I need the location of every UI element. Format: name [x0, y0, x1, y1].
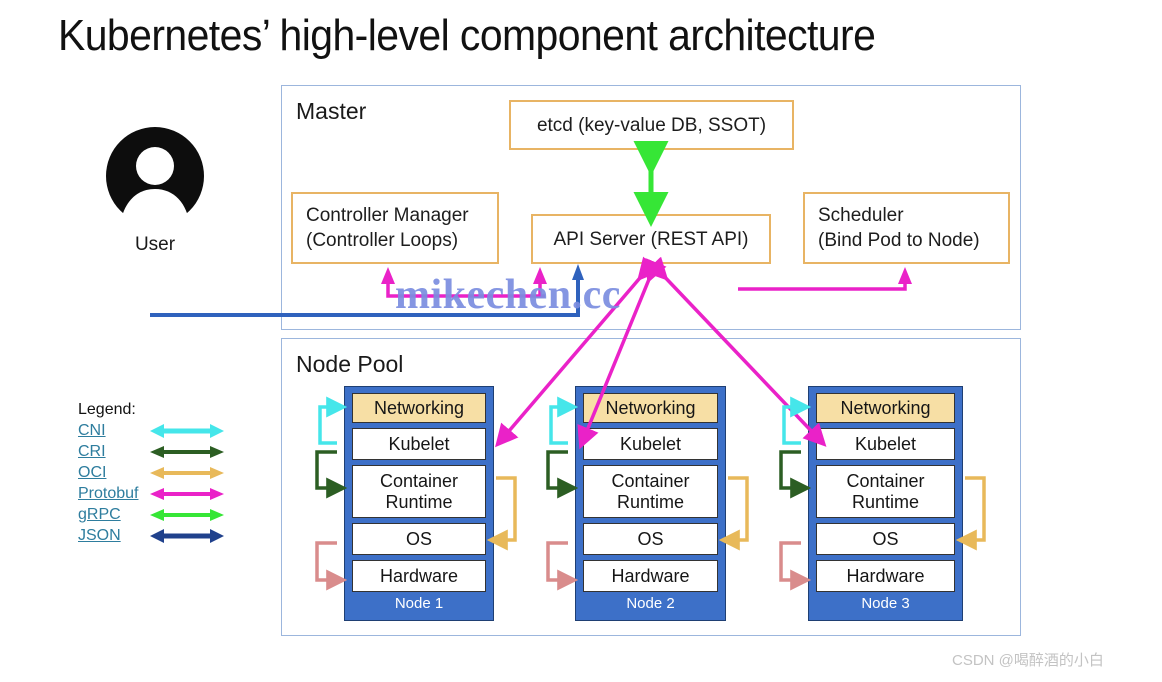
- node-layer-container-runtime[interactable]: Container Runtime: [352, 465, 486, 518]
- runtime-line2: Runtime: [851, 491, 919, 512]
- runtime-line1: Container: [611, 470, 690, 491]
- node-layer-networking-label: Networking: [605, 397, 696, 418]
- node-layer-hardware-label: Hardware: [379, 565, 459, 586]
- api-server-label: API Server (REST API): [553, 228, 749, 250]
- node-layer-kubelet-label: Kubelet: [388, 433, 450, 454]
- legend-arrow-json: [150, 528, 224, 543]
- legend-label-cni[interactable]: CNI: [78, 422, 106, 439]
- controller-manager-line2: (Controller Loops): [306, 230, 459, 251]
- etcd-label: etcd (key-value DB, SSOT): [536, 114, 767, 136]
- legend-item-oci[interactable]: OCI: [78, 462, 243, 483]
- runtime-line2: Runtime: [616, 491, 684, 512]
- node-name-label: Node 2: [626, 595, 675, 612]
- node-layer-container-runtime[interactable]: Container Runtime: [816, 465, 955, 518]
- node-layer-hardware[interactable]: Hardware: [352, 560, 486, 592]
- controller-manager-line1: Controller Manager: [306, 205, 469, 226]
- page-title: Kubernetes’ high-level component archite…: [58, 11, 876, 60]
- node-layer-container-runtime[interactable]: Container Runtime: [583, 465, 718, 518]
- legend-label-cri[interactable]: CRI: [78, 443, 106, 460]
- legend-item-grpc[interactable]: gRPC: [78, 504, 243, 525]
- node-card[interactable]: Networking Kubelet Container Runtime OS …: [344, 386, 494, 621]
- node-layer-os-label: OS: [872, 528, 899, 549]
- node-layer-hardware[interactable]: Hardware: [816, 560, 955, 592]
- node-name-label: Node 3: [861, 595, 910, 612]
- node-layer-kubelet[interactable]: Kubelet: [352, 428, 486, 460]
- watermark-csdn: CSDN @喝醉酒的小白: [952, 652, 1104, 669]
- node-layer-kubelet[interactable]: Kubelet: [583, 428, 718, 460]
- node-layer-networking[interactable]: Networking: [816, 393, 955, 423]
- node-layer-os-label: OS: [405, 528, 432, 549]
- node-layer-container-runtime-label: Container Runtime: [380, 471, 458, 513]
- node-layer-networking[interactable]: Networking: [583, 393, 718, 423]
- legend-item-cni[interactable]: CNI: [78, 420, 243, 441]
- runtime-line1: Container: [379, 470, 459, 491]
- legend-arrow-protobuf: [150, 487, 224, 500]
- legend-item-protobuf[interactable]: Protobuf: [78, 483, 243, 504]
- node-card[interactable]: Networking Kubelet Container Runtime OS …: [808, 386, 963, 621]
- legend-label-protobuf[interactable]: Protobuf: [78, 485, 139, 502]
- legend-arrow-cri: [150, 445, 224, 458]
- user-avatar-icon: [105, 126, 205, 226]
- scheduler-label: Scheduler (Bind Pod to Node): [818, 203, 980, 253]
- node-layer-os[interactable]: OS: [352, 523, 486, 555]
- node-layer-container-runtime-label: Container Runtime: [846, 471, 924, 513]
- node-layer-hardware-label: Hardware: [846, 565, 925, 586]
- node-layer-kubelet-label: Kubelet: [619, 433, 682, 454]
- node-layer-kubelet[interactable]: Kubelet: [816, 428, 955, 460]
- node-layer-os-label: OS: [637, 528, 664, 549]
- scheduler-line1: Scheduler: [818, 205, 904, 226]
- runtime-line2: Runtime: [385, 491, 453, 512]
- node-layer-networking-label: Networking: [373, 397, 465, 418]
- controller-manager-label: Controller Manager (Controller Loops): [306, 203, 469, 253]
- master-panel-title: Master: [296, 98, 367, 124]
- node-layer-hardware-label: Hardware: [611, 565, 690, 586]
- scheduler-line2: (Bind Pod to Node): [818, 230, 980, 251]
- legend: Legend: CNI CRI OCI: [78, 400, 243, 546]
- watermark-mikechen: mikechen.cc: [395, 272, 621, 318]
- node-layer-os[interactable]: OS: [816, 523, 955, 555]
- legend-arrow-cni: [150, 423, 224, 438]
- node-pool-panel-title: Node Pool: [296, 351, 404, 377]
- etcd-box[interactable]: etcd (key-value DB, SSOT): [509, 100, 794, 150]
- node-layer-networking-label: Networking: [840, 397, 931, 418]
- node-layer-networking[interactable]: Networking: [352, 393, 486, 423]
- legend-title: Legend:: [78, 401, 136, 418]
- user-label: User: [134, 234, 176, 255]
- node-layer-kubelet-label: Kubelet: [854, 433, 917, 454]
- api-server-box[interactable]: API Server (REST API): [531, 214, 771, 264]
- node-name-label: Node 1: [394, 595, 444, 612]
- node-card[interactable]: Networking Kubelet Container Runtime OS …: [575, 386, 726, 621]
- legend-arrow-grpc: [150, 508, 224, 521]
- node-layer-hardware[interactable]: Hardware: [583, 560, 718, 592]
- legend-label-oci[interactable]: OCI: [78, 464, 107, 481]
- legend-arrow-oci: [150, 466, 224, 479]
- controller-manager-box[interactable]: Controller Manager (Controller Loops): [291, 192, 499, 264]
- legend-label-json[interactable]: JSON: [78, 527, 121, 544]
- node-layer-container-runtime-label: Container Runtime: [611, 471, 689, 513]
- scheduler-box[interactable]: Scheduler (Bind Pod to Node): [803, 192, 1010, 264]
- legend-item-json[interactable]: JSON: [78, 525, 243, 546]
- legend-label-grpc[interactable]: gRPC: [78, 506, 121, 523]
- runtime-line1: Container: [846, 470, 925, 491]
- node-layer-os[interactable]: OS: [583, 523, 718, 555]
- legend-item-cri[interactable]: CRI: [78, 441, 243, 462]
